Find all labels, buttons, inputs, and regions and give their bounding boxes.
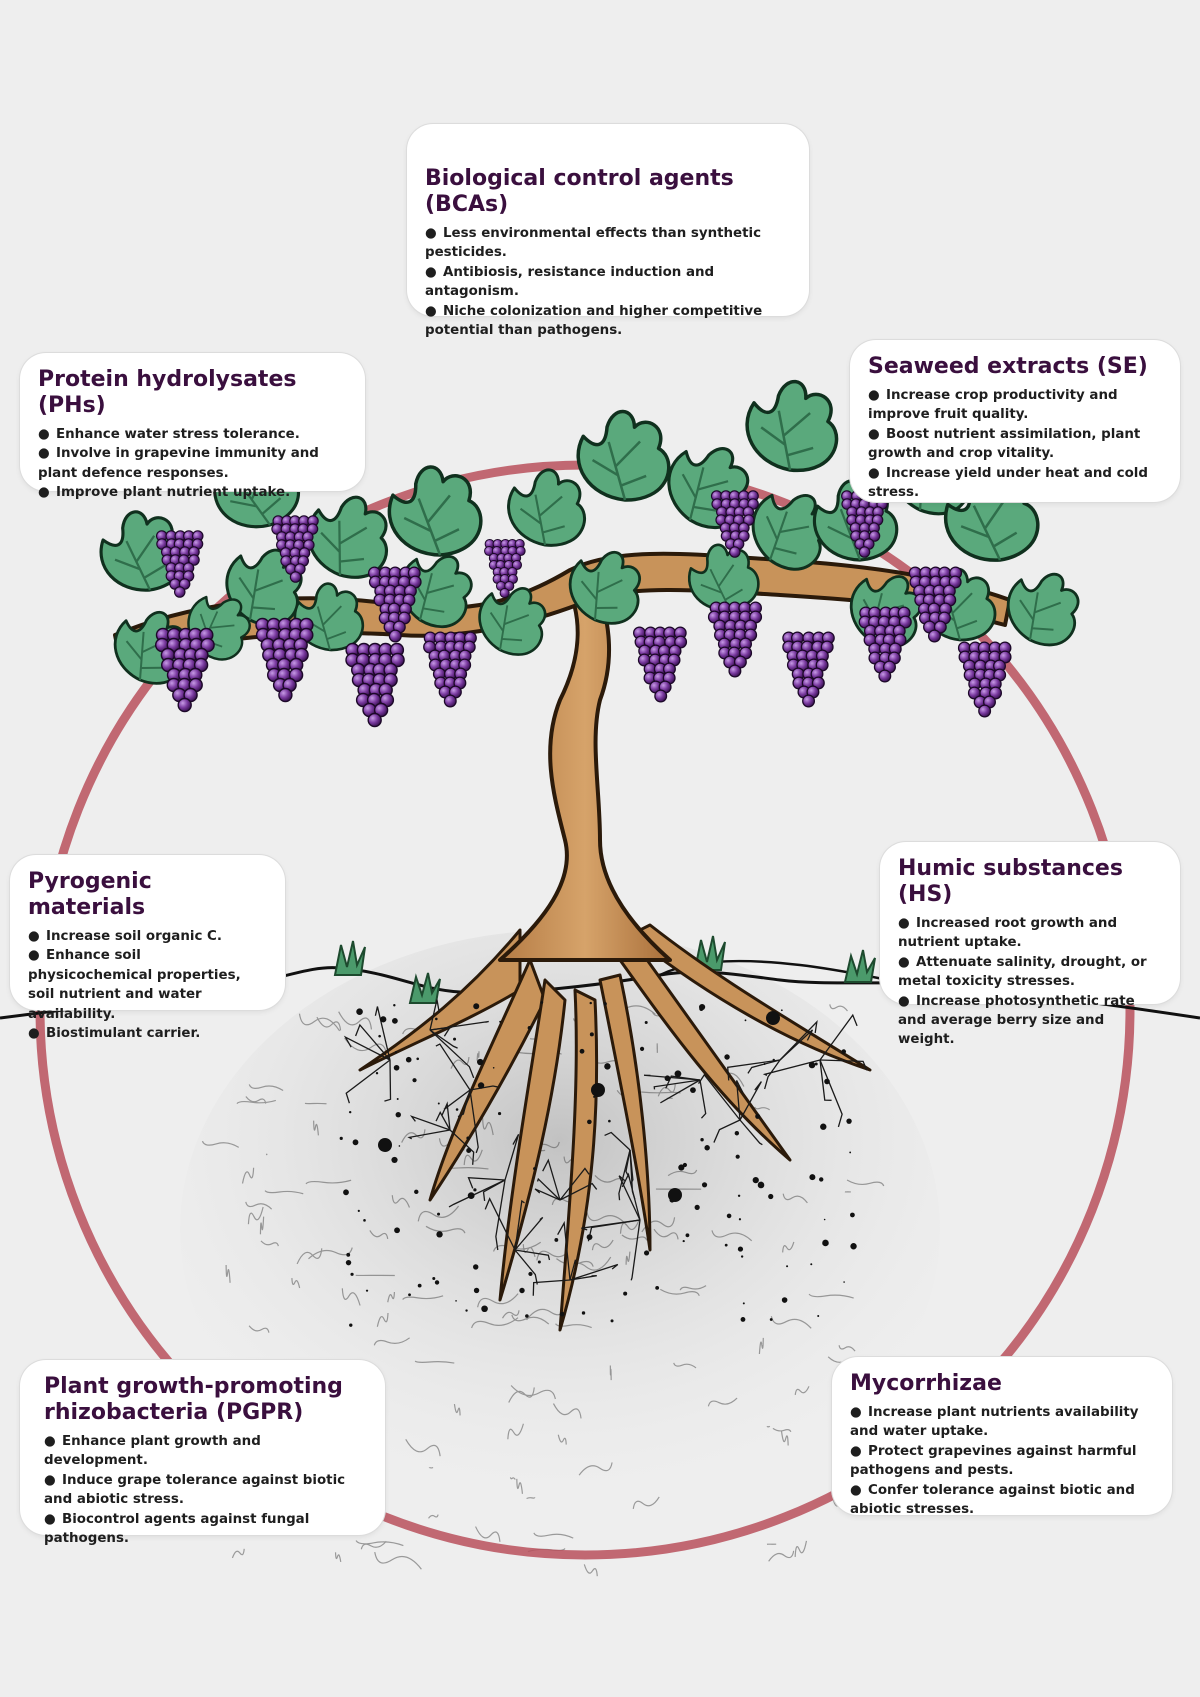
grape-cluster [367,566,422,643]
vine-leaf [307,495,388,579]
card-bullet: ●Enhance water stress tolerance. [38,427,300,442]
card-bullet: ●Biocontrol agents against fungal pathog… [44,1511,310,1547]
card-title: Pyrogenic materials [28,869,152,920]
grape-cluster [271,515,319,583]
grape-cluster [345,642,405,728]
card-bullet: ●Increase photosynthetic rate and averag… [898,993,1135,1048]
card-bullet: ●Involve in grapevine immunity and plant… [38,446,319,481]
grape-cluster [155,627,215,713]
vine-leaf [478,587,547,656]
card-pgpr: Plant growth-promoting rhizobacteria (PG… [20,1360,385,1546]
grass-tufts [333,935,876,1004]
card-mycorrhizae: Mycorrhizae ●Increase plant nutrients av… [832,1357,1172,1517]
vine-leaf [387,465,483,557]
card-bullet: ●Improve plant nutrient uptake. [38,485,291,501]
card-humic-substances: Humic substances (HS) ●Increased root gr… [880,842,1180,1047]
grape-cluster [255,617,314,703]
card-protein-hydrolysates: Protein hydrolysates (PHs) ●Enhance wate… [20,353,365,500]
card-title: Plant growth-promoting rhizobacteria (PG… [44,1374,343,1425]
card-bullet: ●Enhance soil physicochemical properties… [28,948,241,1022]
card-bullet: ●Niche colonization and higher competiti… [425,303,763,339]
card-bullet: ●Antibiosis, resistance induction and an… [425,264,715,300]
card-bullet: ●Boost nutrient assimilation, plant grow… [868,426,1141,462]
card-bullet: ●Protect grapevines against harmful path… [850,1443,1137,1479]
card-bullet: ●Enhance plant growth and development. [44,1434,261,1469]
grape-cluster [156,530,204,598]
card-bullet: ●Attenuate salinity, drought, or metal t… [898,954,1147,990]
card-title: Protein hydrolysates (PHs) [38,367,297,418]
grape-cluster [632,626,688,703]
vine-leaf [507,468,586,547]
vine-leaf [225,548,303,627]
card-bullet: ●Increase crop productivity and improve … [868,388,1118,423]
card-bullet: ●Less environmental effects than synthet… [425,226,762,261]
grapevine-trunk [498,578,672,962]
root-hairs [343,999,868,1296]
card-bullet: ●Confer tolerance against biotic and abi… [850,1482,1135,1518]
vine-leaf [751,493,830,571]
vine-leaf [1006,572,1080,647]
grape-cluster [710,490,759,558]
card-bullet: ●Increase yield under heat and cold stre… [868,465,1148,501]
grape-cluster [858,606,912,683]
card-title: Mycorrhizae [850,1371,1002,1396]
grape-clusters [155,490,1012,728]
grape-cluster [423,631,477,708]
soil-particles [339,1001,857,1327]
card-bullet: ●Increased root growth and nutrient upta… [898,916,1118,951]
grape-cluster [957,641,1012,718]
grape-cluster [707,601,763,678]
card-biological-control-agents: Biological control agents (BCAs) ●Less e… [407,124,809,338]
vine-leaf [688,543,760,612]
grape-cluster [908,566,963,643]
vine-leaf [576,409,671,502]
card-title: Seaweed extracts (SE) [868,354,1148,379]
card-bullet: ●Biostimulant carrier. [28,1026,201,1042]
card-bullet: ●Induce grape tolerance against biotic a… [44,1472,346,1508]
grape-cluster [484,538,526,599]
card-bullet: ●Increase soil organic C. [28,929,222,944]
card-pyrogenic-materials: Pyrogenic materials ●Increase soil organ… [10,855,285,1041]
grape-cluster [782,631,835,708]
card-bullet: ●Increase plant nutrients availability a… [850,1405,1139,1440]
card-title: Humic substances (HS) [898,856,1123,907]
card-title: Biological control agents (BCAs) [425,166,734,217]
vine-leaf [745,379,839,473]
card-seaweed-extracts: Seaweed extracts (SE) ●Increase crop pro… [850,340,1180,502]
vine-leaf [568,550,641,625]
